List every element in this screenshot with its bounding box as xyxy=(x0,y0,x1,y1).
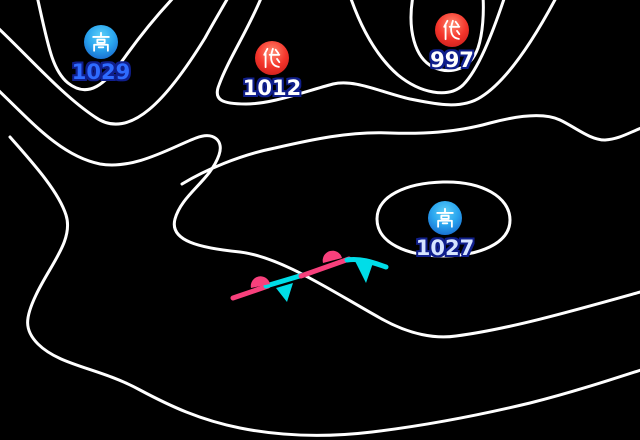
pressure-value: 1027 xyxy=(415,236,475,260)
low-symbol-icon xyxy=(255,41,289,75)
warm-front-semicircle-icon xyxy=(322,250,342,263)
isobar-line xyxy=(0,89,640,339)
isobar-line xyxy=(215,0,557,107)
gao-character-icon xyxy=(436,207,454,228)
cold-front-triangle-icon xyxy=(276,283,293,302)
isobar-line xyxy=(349,0,506,95)
isobar-line xyxy=(409,0,485,72)
isobar-line xyxy=(0,0,229,126)
high-symbol-icon xyxy=(428,201,462,235)
warm-front-segment xyxy=(230,283,271,301)
warm-front-semicircle-icon xyxy=(250,276,270,288)
isobar-line xyxy=(180,114,640,186)
di-character-icon xyxy=(443,19,461,41)
warm-front-segment xyxy=(298,256,352,279)
cold-front-triangle-icon xyxy=(355,261,373,283)
cold-front-segment xyxy=(344,257,389,270)
gao-character-icon xyxy=(92,31,110,52)
stationary-front xyxy=(230,250,389,302)
pressure-value: 1029 xyxy=(71,60,131,84)
pressure-value: 997 xyxy=(430,48,474,72)
di-character-icon xyxy=(263,47,281,69)
high-symbol-icon xyxy=(84,25,118,59)
cold-front-segment xyxy=(263,272,306,289)
isobar-line xyxy=(36,0,174,92)
isobar-line xyxy=(375,180,512,258)
pressure-value: 1012 xyxy=(242,76,302,100)
isobar-line xyxy=(8,135,640,437)
low-symbol-icon xyxy=(435,13,469,47)
